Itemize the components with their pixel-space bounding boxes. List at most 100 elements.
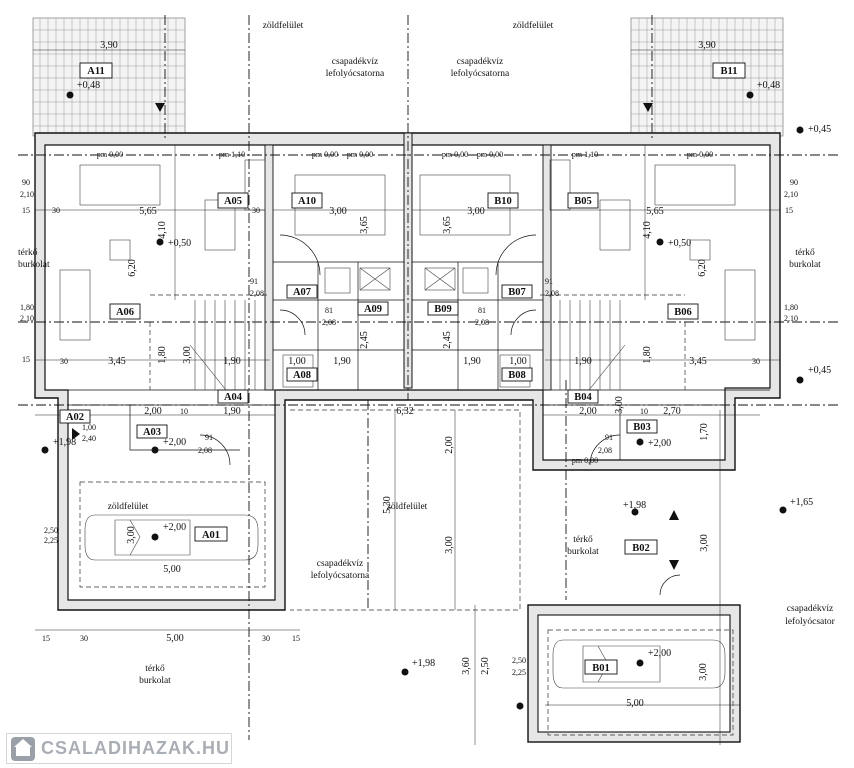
dim-pm-000-f: pm 0,00 bbox=[687, 150, 713, 159]
note-rain-br-1: csapadékvíz bbox=[787, 604, 833, 614]
dim-208-f: 2,08 bbox=[475, 318, 489, 327]
dim-245-left: 2,45 bbox=[359, 331, 370, 349]
watermark-text: CSALADIHAZAK.HU bbox=[41, 738, 230, 758]
room-labels: A11 B11 A05 B05 A10 B10 A06 B06 A07 B07 … bbox=[66, 66, 738, 674]
dim-15-c: 15 bbox=[22, 355, 30, 364]
axis-lines bbox=[18, 15, 840, 740]
dim-345-left: 3,45 bbox=[108, 356, 126, 367]
dim-190-b: 1,90 bbox=[333, 356, 351, 367]
level-b03: +2,00 bbox=[648, 438, 671, 449]
dim-365-right: 3,65 bbox=[442, 216, 453, 234]
dim-190-bottom: 1,90 bbox=[223, 406, 241, 417]
dim-208-b: 2,08 bbox=[598, 446, 612, 455]
garage-b01-walls bbox=[527, 604, 741, 743]
dim-81-a: 81 bbox=[325, 306, 333, 315]
note-rain-mid-2: lefolyócsatorna bbox=[311, 570, 370, 581]
note-paving-mid-2: burkolat bbox=[567, 547, 599, 557]
note-green-top-left: zöldfelület bbox=[263, 20, 304, 31]
dashed-outlines bbox=[79, 294, 734, 736]
dim-170: 1,70 bbox=[699, 423, 710, 441]
note-rain-right-1: csapadékvíz bbox=[457, 57, 503, 67]
building-walls bbox=[34, 132, 781, 611]
door-swings bbox=[199, 234, 681, 596]
level-b05: +0,50 bbox=[668, 238, 691, 249]
note-rain-left-2: lefolyócsatorna bbox=[326, 68, 385, 79]
dim-390-left: 3,90 bbox=[100, 40, 118, 51]
car-a01-icon bbox=[84, 514, 259, 561]
room-b01: B01 bbox=[592, 663, 610, 674]
dim-345-right: 3,45 bbox=[689, 356, 707, 367]
level-labels: +0,48 +0,48 +0,50 +0,50 +0,45 +0,45 +1,9… bbox=[53, 80, 831, 669]
dim-30-d: 30 bbox=[752, 357, 760, 366]
dim-pm-000-a: pm 0,00 bbox=[312, 150, 338, 159]
room-a04: A04 bbox=[224, 392, 243, 403]
note-paving-left-1: térkő bbox=[18, 248, 38, 258]
dim-100-b: 1,00 bbox=[509, 356, 527, 367]
dim-240-a: 2,40 bbox=[82, 434, 96, 443]
level-far-right: +1,65 bbox=[790, 497, 813, 508]
dim-10-a: 10 bbox=[180, 407, 188, 416]
room-b06: B06 bbox=[674, 307, 692, 318]
dimension-lines bbox=[33, 49, 783, 745]
note-paving-right-2: burkolat bbox=[789, 260, 821, 270]
dim-200-b: 2,00 bbox=[579, 406, 597, 417]
dim-250-b: 2,50 bbox=[512, 656, 526, 665]
terrace-b11-hatch bbox=[630, 17, 784, 137]
level-a01: +2,00 bbox=[163, 522, 186, 533]
level-a11: +0,48 bbox=[77, 80, 100, 91]
dim-565-left: 5,65 bbox=[139, 206, 157, 217]
dim-225-a: 2,25 bbox=[44, 536, 58, 545]
note-green-top-right: zöldfelület bbox=[513, 20, 554, 31]
dim-30-e: 30 bbox=[80, 634, 88, 643]
dim-365-left: 3,65 bbox=[359, 216, 370, 234]
room-a10: A10 bbox=[298, 196, 316, 207]
level-markers bbox=[41, 91, 804, 710]
room-b03: B03 bbox=[633, 422, 651, 433]
note-rain-br-2: lefolyócsator bbox=[785, 616, 835, 627]
dim-210-d: 2,10 bbox=[20, 190, 34, 199]
room-a06: A06 bbox=[116, 307, 134, 318]
dim-100-a: 1,00 bbox=[288, 356, 306, 367]
note-paving-right-1: térkő bbox=[795, 248, 815, 258]
dim-180-d: 1,80 bbox=[784, 303, 798, 312]
dim-270: 2,70 bbox=[663, 406, 681, 417]
dim-300-a10: 3,00 bbox=[329, 206, 347, 217]
dim-15-b: 15 bbox=[785, 206, 793, 215]
room-a03: A03 bbox=[143, 427, 161, 438]
level-b11: +0,48 bbox=[757, 80, 780, 91]
room-a07: A07 bbox=[293, 287, 311, 298]
dim-190-d: 1,90 bbox=[574, 356, 592, 367]
dim-180-left: 1,80 bbox=[157, 346, 168, 364]
dim-15-d: 15 bbox=[42, 634, 50, 643]
dim-620-left: 6,20 bbox=[127, 259, 138, 277]
watermark-logo: CSALADIHAZAK.HU bbox=[6, 733, 232, 764]
level-b-entry: +1,98 bbox=[623, 500, 646, 511]
level-b01: +2,00 bbox=[648, 648, 671, 659]
dim-91-a: 91 bbox=[205, 433, 213, 442]
dim-410-left: 4,10 bbox=[157, 221, 168, 239]
room-a02: A02 bbox=[66, 412, 84, 423]
dim-300-mid: 3,00 bbox=[444, 536, 455, 554]
dim-300-a01: 3,00 bbox=[126, 526, 137, 544]
level-a02: +1,98 bbox=[53, 437, 76, 448]
dim-90-a: 90 bbox=[790, 178, 798, 187]
dim-565-right: 5,65 bbox=[646, 206, 664, 217]
dim-91-b: 91 bbox=[605, 433, 613, 442]
dim-245-right: 2,45 bbox=[442, 331, 453, 349]
level-right-top: +0,45 bbox=[808, 124, 831, 135]
room-a11: A11 bbox=[87, 66, 105, 77]
room-b02: B02 bbox=[632, 543, 650, 554]
room-b08: B08 bbox=[508, 370, 526, 381]
dim-180-right: 1,80 bbox=[642, 346, 653, 364]
dim-300-b10: 3,00 bbox=[467, 206, 485, 217]
dim-30-a: 30 bbox=[52, 206, 60, 215]
note-rain-left-1: csapadékvíz bbox=[332, 57, 378, 67]
dim-190-c: 1,90 bbox=[463, 356, 481, 367]
level-bottom-mid: +1,98 bbox=[412, 658, 435, 669]
dim-208-a: 2,08 bbox=[198, 446, 212, 455]
dimension-labels: 3,90 3,90 5,65 5,65 3,00 3,00 3,45 3,45 … bbox=[20, 40, 798, 709]
level-a03: +2,00 bbox=[163, 437, 186, 448]
dim-390-right: 3,90 bbox=[698, 40, 716, 51]
